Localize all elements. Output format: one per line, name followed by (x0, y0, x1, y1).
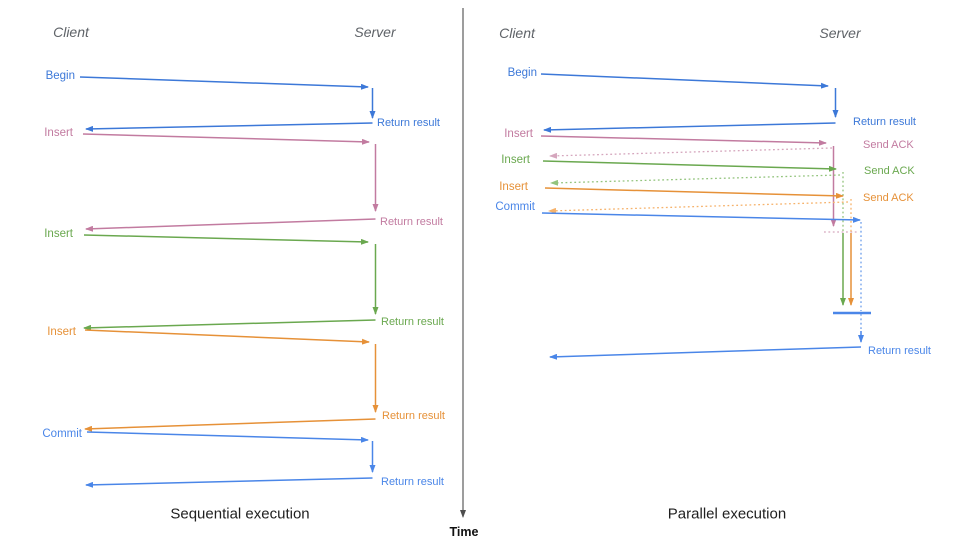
insert-1-request-arrow (82, 133, 370, 145)
sequential-insert-3-label: Insert (47, 326, 77, 338)
parallel-insert-1-label: Insert (504, 128, 534, 140)
sequential-commit-annotation: Return result (381, 476, 444, 488)
parallel-begin-label: Begin (508, 67, 537, 79)
commit-response-arrow (549, 346, 862, 360)
parallel-insert-2-annotation: Send ACK (864, 165, 915, 177)
insert-1-ack-arrow (549, 147, 833, 159)
insert-1-request-arrow (540, 135, 827, 146)
parallel-panel-title: Parallel execution (667, 505, 787, 523)
insert-3-response-arrow (84, 418, 376, 432)
sequential-insert-1-annotation: Return result (380, 216, 443, 228)
sequential-panel-title: Sequential execution (170, 505, 310, 523)
sequential-insert-2-annotation: Return result (381, 316, 444, 328)
insert-2-request-arrow (83, 234, 369, 245)
parallel-commit-annotation: Return result (868, 345, 931, 357)
insert-3-ack-arrow (548, 201, 849, 214)
begin-request-arrow (79, 76, 369, 90)
sequential-insert-3-annotation: Return result (382, 410, 445, 422)
commit-request-arrow (86, 431, 369, 443)
insert-2-ack-arrow (550, 174, 841, 186)
sequential-client-lifeline-label: Client (53, 24, 89, 40)
insert-2-request-arrow (542, 160, 837, 172)
sequential-insert-2-label: Insert (44, 228, 74, 240)
sequential-commit-label: Commit (42, 428, 82, 440)
begin-request-arrow (540, 73, 829, 89)
begin-response-arrow (85, 122, 373, 132)
insert-3-request-arrow (544, 187, 844, 199)
sequential-server-lifeline-label: Server (354, 24, 396, 40)
sequential-begin-annotation: Return result (377, 117, 440, 129)
sequential-insert-1-label: Insert (44, 127, 74, 139)
commit-request-arrow (541, 212, 861, 223)
commit-response-arrow (85, 477, 373, 488)
sequential-begin-label: Begin (46, 70, 75, 82)
begin-response-arrow (543, 122, 836, 133)
parallel-insert-2-label: Insert (501, 154, 531, 166)
parallel-insert-3-label: Insert (499, 181, 529, 193)
time-axis-label: Time (449, 525, 479, 539)
parallel-insert-1-annotation: Send ACK (863, 139, 914, 151)
insert-3-request-arrow (84, 329, 370, 345)
parallel-commit-label: Commit (495, 201, 535, 213)
parallel-client-lifeline-label: Client (499, 25, 535, 41)
insert-2-response-arrow (83, 319, 376, 331)
parallel-insert-3-annotation: Send ACK (863, 192, 914, 204)
insert-1-response-arrow (85, 218, 376, 232)
parallel-begin-annotation: Return result (853, 116, 916, 128)
parallel-server-lifeline-label: Server (819, 25, 861, 41)
